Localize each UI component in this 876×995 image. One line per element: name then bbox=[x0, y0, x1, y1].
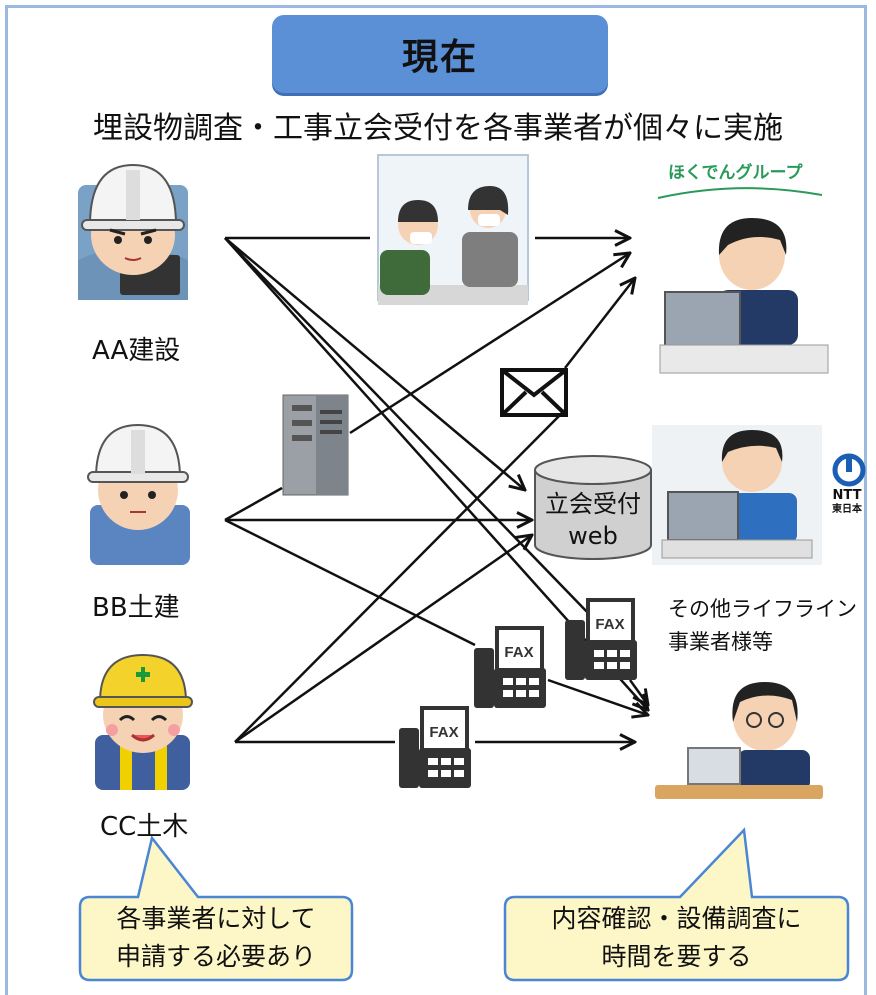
database-label-line2: web bbox=[568, 522, 618, 550]
ntt-logo-line2: 東日本 bbox=[832, 504, 862, 515]
reception-counter-illustration bbox=[377, 154, 529, 305]
others-label-line2: 事業者様等 bbox=[668, 630, 773, 654]
fax-label-3: FAX bbox=[429, 724, 458, 741]
contractor-label-cc: CC土木 bbox=[100, 812, 189, 842]
page-subtitle: 埋設物調査・工事立会受付を各事業者が個々に実施 bbox=[93, 111, 783, 146]
fax-label-2: FAX bbox=[504, 644, 533, 661]
callout-left-shape bbox=[78, 835, 354, 982]
database-label-line1: 立会受付 bbox=[545, 490, 641, 518]
title-banner: 現在 bbox=[272, 15, 608, 93]
callout-right-line2: 時間を要する bbox=[601, 942, 752, 971]
hokuden-staff-illustration bbox=[657, 187, 829, 374]
others-label: その他ライフライン 事業者様等 bbox=[668, 593, 857, 659]
others-staff-illustration bbox=[655, 682, 823, 799]
callout-left-line2: 申請する必要あり bbox=[115, 942, 316, 971]
fax-icon-3 bbox=[399, 706, 471, 788]
contractor-cc-illustration bbox=[93, 653, 193, 790]
callout-right-shape bbox=[503, 827, 850, 982]
ntt-logo bbox=[832, 453, 866, 487]
contractor-aa-illustration bbox=[78, 163, 188, 300]
ntt-staff-illustration bbox=[652, 425, 822, 565]
contractor-label-bb: BB土建 bbox=[92, 593, 180, 623]
callout-right-line1: 内容確認・設備調査に bbox=[551, 904, 802, 933]
diagram-frame bbox=[5, 5, 867, 995]
callout-left-line1: 各事業者に対して bbox=[116, 904, 316, 933]
contractor-label-aa: AA建設 bbox=[92, 336, 181, 366]
callout-left-text: 各事業者に対して 申請する必要あり bbox=[80, 900, 352, 976]
ntt-logo-line1: NTT bbox=[832, 488, 862, 503]
server-icon bbox=[282, 394, 349, 496]
page-title: 現在 bbox=[401, 37, 478, 78]
callout-right-text: 内容確認・設備調査に 時間を要する bbox=[505, 900, 848, 976]
database-icon bbox=[534, 455, 652, 560]
fax-icon-2 bbox=[474, 626, 546, 708]
fax-icon-1 bbox=[565, 598, 637, 680]
ntt-logo-text: NTT 東日本 bbox=[832, 489, 862, 517]
others-label-line1: その他ライフライン bbox=[668, 597, 857, 621]
fax-label-1: FAX bbox=[595, 616, 624, 633]
hokuden-logo: ほくでんグループ bbox=[668, 163, 803, 183]
mail-icon bbox=[500, 368, 568, 417]
contractor-bb-illustration bbox=[87, 423, 190, 565]
database-label: 立会受付 web bbox=[535, 488, 651, 552]
